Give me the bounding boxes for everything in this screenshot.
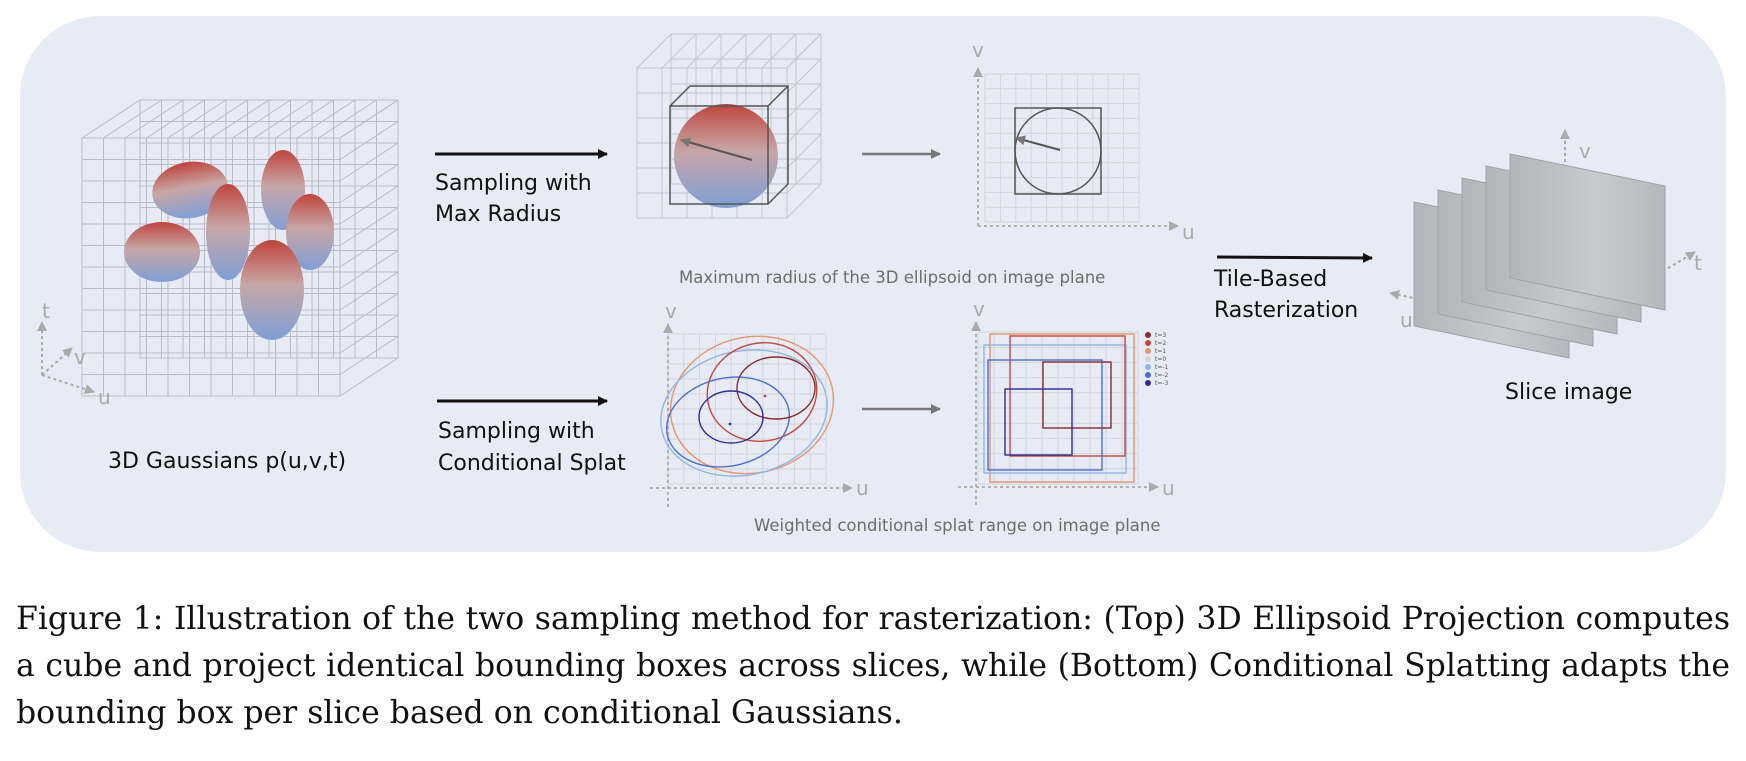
plot-br-axis-v: v	[973, 297, 985, 321]
gaussians-axis-v: v	[74, 345, 86, 369]
legend-label: t=2	[1155, 340, 1166, 347]
plane-top-axis-u: u	[1182, 220, 1195, 244]
label-tile-based-2: Rasterization	[1214, 298, 1359, 323]
figure-caption: Figure 1: Illustration of the two sampli…	[16, 601, 1730, 731]
ellipsoid-sphere	[674, 104, 778, 208]
legend: t=3t=2t=1t=0t=-1t=-2t=-3	[1145, 332, 1169, 387]
label-sampling-max-radius-2: Max Radius	[435, 202, 562, 227]
gaussians-axes	[37, 321, 95, 394]
legend-label: t=-3	[1155, 380, 1169, 387]
legend-swatch	[1145, 340, 1151, 346]
slice-plane	[1509, 153, 1666, 311]
plane-top-axis-v: v	[972, 38, 984, 62]
conditional-boxes-plot: t=3t=2t=1t=0t=-1t=-2t=-3 v u	[958, 297, 1175, 505]
label-slice-image: Slice image	[1505, 380, 1633, 405]
legend-swatch	[1145, 372, 1151, 378]
legend-swatch	[1145, 348, 1151, 354]
label-sampling-conditional-2: Conditional Splat	[438, 451, 626, 476]
max-radius-arrow	[680, 137, 753, 161]
diagram: t v u v u v u	[37, 33, 1702, 507]
legend-label: t=1	[1155, 348, 1166, 355]
legend-label: t=0	[1155, 356, 1166, 363]
plot-bl-axis-v: v	[665, 299, 677, 323]
legend-swatch	[1145, 364, 1151, 370]
gaussians-cube: t v u	[37, 99, 399, 409]
legend-label: t=-1	[1155, 364, 1169, 371]
legend-swatch	[1145, 356, 1151, 362]
max-radius-cube	[636, 33, 822, 219]
plot-bl-axis-u: u	[856, 476, 869, 500]
plot-br-axis-u: u	[1162, 476, 1175, 500]
legend-label: t=-2	[1155, 372, 1169, 379]
label-sampling-conditional-1: Sampling with	[438, 419, 595, 444]
arrow-to-slices	[1216, 252, 1373, 263]
conditional-splat-plot: v u	[650, 299, 869, 507]
slice-axis-t: t	[1694, 251, 1702, 275]
bounding-cube	[669, 85, 789, 205]
label-gaussians: 3D Gaussians p(u,v,t)	[108, 449, 347, 474]
label-tile-based-1: Tile-Based	[1214, 267, 1328, 292]
legend-swatch	[1145, 380, 1151, 386]
slice-axis-u: u	[1400, 308, 1413, 332]
plane-radius-arrow	[1015, 135, 1061, 151]
gaussians-axis-t: t	[42, 299, 50, 323]
slice-stack: v t u	[1389, 129, 1702, 359]
max-radius-plane: v u	[972, 38, 1195, 244]
legend-swatch	[1145, 332, 1151, 338]
caption-max-radius: Maximum radius of the 3D ellipsoid on im…	[679, 268, 1106, 287]
label-sampling-max-radius-1: Sampling with	[435, 171, 592, 196]
legend-label: t=3	[1155, 332, 1166, 339]
max-radius-circle	[1014, 107, 1102, 195]
caption-splat-range: Weighted conditional splat range on imag…	[754, 516, 1161, 535]
gaussian-ellipsoids	[124, 150, 334, 340]
slice-axis-v: v	[1579, 139, 1591, 163]
gaussians-axis-u: u	[98, 385, 111, 409]
